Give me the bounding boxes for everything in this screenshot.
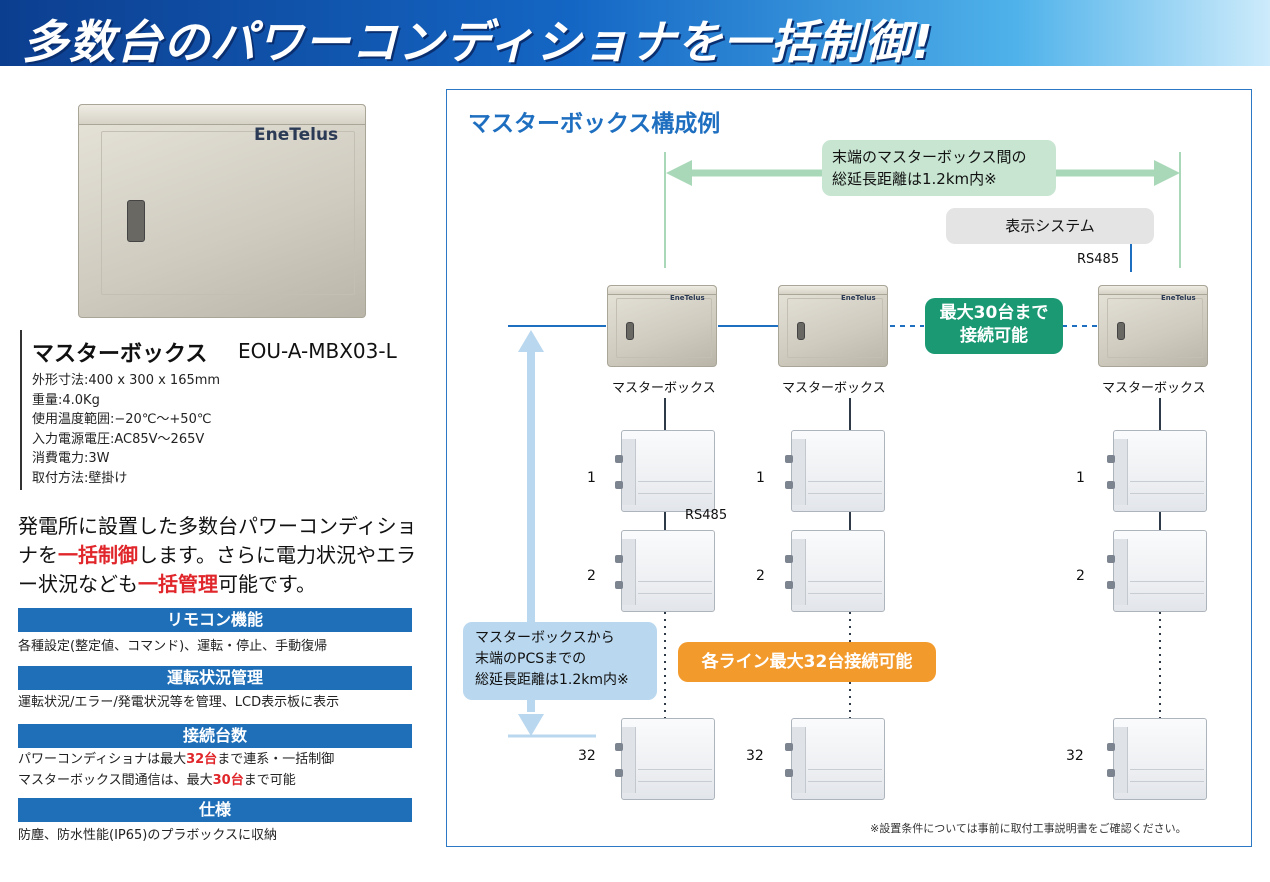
- pcs-unit: [785, 718, 885, 800]
- spec-line: 取付方法:壁掛け: [32, 470, 128, 486]
- pcs-unit: [1107, 718, 1207, 800]
- unit-number: 1: [756, 470, 765, 486]
- spec-line: 消費電力:3W: [32, 451, 110, 466]
- master-box-3: EneTelus: [1098, 285, 1208, 367]
- pcs-unit: [785, 430, 885, 512]
- master-box-photo: EneTelus: [78, 104, 366, 318]
- pcs-unit: [615, 718, 715, 800]
- header-banner: 多数台のパワーコンディショナを一括制御!: [0, 0, 1270, 69]
- distance-note-top: 末端のマスターボックス間の 総延長距離は1.2km内※: [822, 140, 1056, 196]
- footnote: ※設置条件については事前に取付工事説明書をご確認ください。: [870, 822, 1187, 835]
- master-box-label: マスターボックス: [612, 381, 716, 396]
- section-heading-spec: 仕様: [18, 798, 412, 822]
- unit-number: 1: [587, 470, 596, 486]
- banner-title: 多数台のパワーコンディショナを一括制御!: [22, 15, 934, 69]
- product-divider: [20, 330, 22, 490]
- pcs-unit: [615, 530, 715, 612]
- section-heading-count: 接続台数: [18, 724, 412, 748]
- product-code: EOU-A-MBX03-L: [238, 339, 397, 363]
- spec-line: 使用温度範囲:−20℃〜+50℃: [32, 412, 212, 427]
- section-text-status: 運転状況/エラー/発電状況等を管理、LCD表示板に表示: [18, 695, 340, 710]
- product-brand: EneTelus: [254, 125, 339, 145]
- line-max-badge: 各ライン最大32台接続可能: [678, 642, 936, 682]
- section-heading-remote: リモコン機能: [18, 608, 412, 632]
- pcs-unit: [615, 430, 715, 512]
- door-handle-icon: [626, 322, 634, 340]
- display-system-box: 表示システム: [946, 208, 1154, 244]
- unit-number: 1: [1076, 470, 1085, 486]
- highlight-text: 一括管理: [138, 572, 218, 596]
- rs485-label-line: RS485: [685, 508, 728, 523]
- section-text-remote: 各種設定(整定値、コマンド)、運転・停止、手動復帰: [18, 639, 328, 654]
- spec-line: 重量:4.0Kg: [32, 392, 100, 408]
- master-box-label: マスターボックス: [1102, 381, 1206, 396]
- pcs-unit: [1107, 430, 1207, 512]
- unit-number: 32: [1066, 748, 1084, 764]
- unit-number: 32: [746, 748, 764, 764]
- spec-line: 入力電源電圧:AC85V〜265V: [32, 431, 205, 447]
- pcs-unit: [1107, 530, 1207, 612]
- product-description: 発電所に設置した多数台パワーコンディショナを一括制御します。さらに電力状況やエラ…: [18, 514, 417, 596]
- door-handle-icon: [1117, 322, 1125, 340]
- section-text-count-1: パワーコンディショナは最大32台まで連系・一括制御: [18, 752, 335, 767]
- unit-number: 2: [1076, 568, 1085, 584]
- master-box-label: マスターボックス: [782, 381, 886, 396]
- unit-number: 2: [756, 568, 765, 584]
- unit-number: 2: [587, 568, 596, 584]
- rs485-label-top: RS485: [1077, 252, 1120, 267]
- product-name: マスターボックス: [32, 342, 208, 367]
- highlight-text: 一括制御: [58, 543, 138, 567]
- door-handle-icon: [127, 200, 145, 242]
- section-text-count-2: マスターボックス間通信は、最大30台まで可能: [18, 773, 296, 788]
- section-heading-status: 運転状況管理: [18, 666, 412, 690]
- spec-line: 外形寸法:400 x 300 x 165mm: [32, 373, 221, 388]
- pcs-unit: [785, 530, 885, 612]
- distance-note-left: マスターボックスから 末端のPCSまでの 総延長距離は1.2km内※: [463, 622, 657, 700]
- diagram-title: マスターボックス構成例: [468, 111, 721, 137]
- max-30-badge: 最大30台まで 接続可能: [925, 298, 1063, 354]
- master-box-1: EneTelus: [607, 285, 717, 367]
- section-text-spec: 防塵、防水性能(IP65)のプラボックスに収納: [18, 828, 277, 843]
- unit-number: 32: [578, 748, 596, 764]
- door-handle-icon: [797, 322, 805, 340]
- master-box-2: EneTelus: [778, 285, 888, 367]
- product-specs: 外形寸法:400 x 300 x 165mm 重量:4.0Kg 使用温度範囲:−…: [32, 371, 220, 488]
